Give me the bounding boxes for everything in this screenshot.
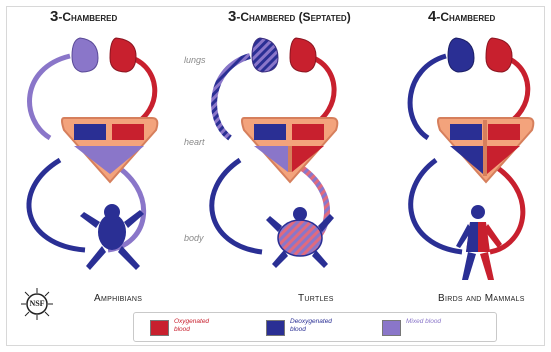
nsf-logo: NSF	[20, 287, 54, 321]
mammal-circuit	[410, 38, 533, 280]
caption-turtles: Turtles	[298, 293, 334, 304]
turtle-lung-left	[252, 38, 278, 72]
legend-swatch-oxygenated	[150, 320, 169, 336]
legend-label-mixed: Mixed blood	[406, 318, 448, 326]
mammal-lung-left	[448, 38, 474, 72]
turtle-left-atrium	[292, 124, 324, 140]
turtle-septum	[288, 146, 292, 172]
caption-amphibians: Amphibians	[94, 293, 142, 304]
caption-birds-mammals: Birds and Mammals	[438, 293, 525, 304]
amphibian-systemic-return	[29, 160, 85, 250]
mammal-right-atrium	[450, 124, 482, 140]
amphibian-right-atrium	[74, 124, 106, 140]
mammal-systemic-return	[411, 160, 462, 252]
amphibian-lung-left	[72, 38, 98, 72]
amphibian-circuit	[29, 38, 157, 270]
amphibian-left-atrium	[112, 124, 144, 140]
turtle-systemic-return	[212, 160, 262, 252]
nsf-logo-text: NSF	[27, 299, 47, 308]
amphibian-ventricle	[74, 146, 144, 174]
legend-label-oxygenated: Oxygenated blood	[174, 318, 216, 334]
human-icon	[456, 205, 502, 280]
mammal-left-atrium	[488, 124, 520, 140]
mammal-lung-right	[486, 38, 512, 72]
turtle-lung-right	[290, 38, 316, 72]
turtle-circuit	[212, 38, 338, 268]
legend-label-deoxygenated: Deoxygenated blood	[290, 318, 332, 334]
legend: Oxygenated blood Deoxygenated blood Mixe…	[133, 312, 497, 342]
mammal-septum	[483, 120, 487, 176]
legend-swatch-mixed	[382, 320, 401, 336]
legend-swatch-deoxygenated	[266, 320, 285, 336]
turtle-right-atrium	[254, 124, 286, 140]
amphibian-lung-right	[110, 38, 136, 72]
